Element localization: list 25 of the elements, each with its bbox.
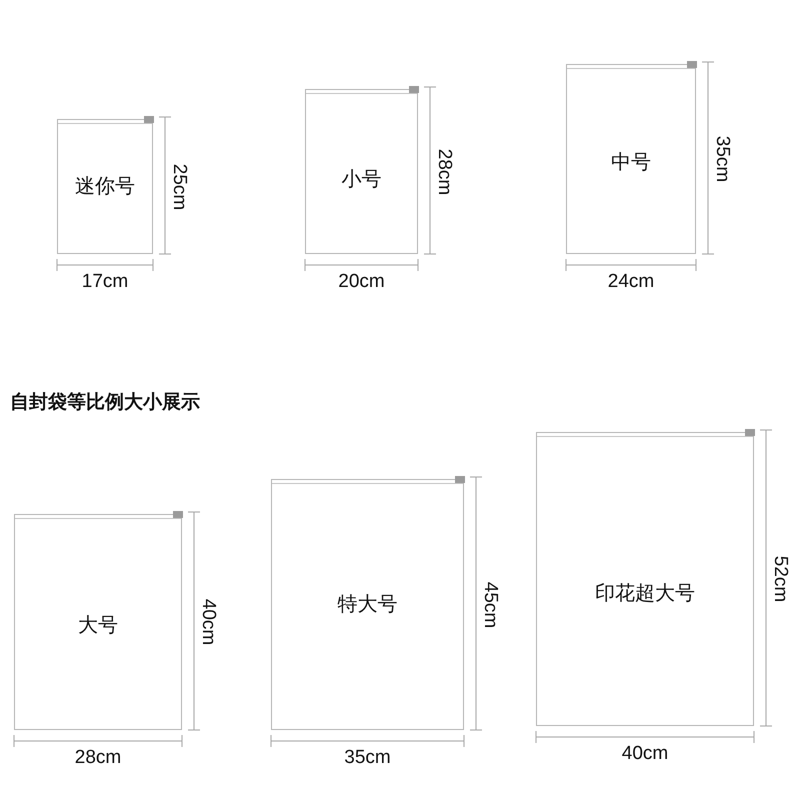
bag-outline <box>57 119 153 254</box>
dimension-text: 40cm <box>197 598 219 646</box>
size-label: 小号 <box>340 165 382 192</box>
bag-outline <box>14 514 182 730</box>
size-label: 中号 <box>610 148 652 176</box>
bag-outline <box>536 432 754 726</box>
dimension-text: 35cm <box>344 747 391 769</box>
dimension-text: 52cm <box>769 556 791 602</box>
title: 自封袋等比例大小展示 <box>10 390 200 415</box>
size-label: 迷你号 <box>74 172 136 199</box>
dimension-text: 25cm <box>168 163 190 210</box>
dimension-text: 24cm <box>608 271 654 293</box>
dimension-text: 40cm <box>622 743 668 765</box>
bag-outline <box>566 64 696 254</box>
size-label: 印花超大号 <box>594 579 696 606</box>
dimension-text: 20cm <box>338 271 385 293</box>
dimension-text: 17cm <box>82 271 128 293</box>
dimension-text: 28cm <box>433 148 455 195</box>
size-label: 特大号 <box>336 590 398 617</box>
bag-outline <box>271 479 464 730</box>
bag-outline <box>305 89 418 254</box>
size-label: 大号 <box>77 612 119 639</box>
dimension-text: 45cm <box>479 581 501 628</box>
dimension-text: 28cm <box>74 747 122 769</box>
dimension-text: 35cm <box>711 136 733 182</box>
